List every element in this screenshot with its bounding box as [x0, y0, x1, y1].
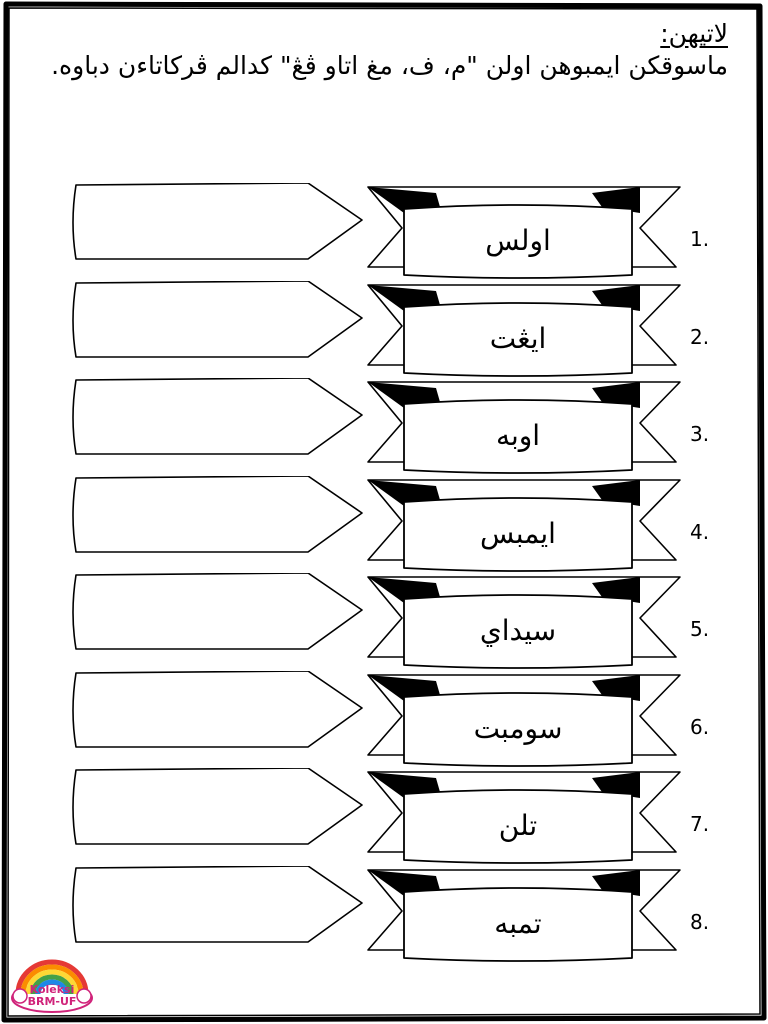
row-number: 2. [690, 325, 710, 349]
ribbon-fold-left [368, 772, 440, 798]
koleksi-brm-uf-logo: Koleksi BRM-UF [10, 950, 94, 1018]
ribbon-fold-left [368, 675, 440, 701]
ribbon-fold-left [368, 187, 440, 213]
word-panel [403, 497, 633, 572]
row-graphics [72, 378, 681, 474]
row-graphics [72, 671, 681, 767]
word-panel [403, 302, 633, 377]
row-number: 4. [690, 520, 710, 544]
logo-line-1: Koleksi [29, 983, 75, 996]
row-word: تمبه [494, 907, 542, 940]
ribbon-fold-left [368, 870, 440, 896]
ribbon-fold-left [368, 382, 440, 408]
answer-arrow-box[interactable] [72, 768, 363, 845]
row-graphics [72, 281, 681, 377]
row-graphics [72, 183, 681, 279]
row-word: ايمبس [480, 517, 556, 550]
row-word: ايڠت [489, 322, 547, 355]
ribbon-fold-left [368, 480, 440, 506]
ribbon-fold-left [368, 577, 440, 603]
row-number: 5. [690, 617, 710, 641]
word-panel [403, 887, 633, 962]
row-word: اوبه [495, 419, 541, 452]
answer-arrow-box[interactable] [72, 378, 363, 455]
row-graphics [72, 866, 681, 962]
row-graphics [72, 573, 681, 669]
answer-arrow-box[interactable] [72, 476, 363, 553]
answer-arrow-box[interactable] [72, 183, 363, 260]
ribbon-fold-left [368, 285, 440, 311]
answer-arrow-box[interactable] [72, 573, 363, 650]
row-number: 3. [690, 422, 710, 446]
worksheet-instruction: ماسوقكن ايمبوهن اولن "م، ف، مغ اتاو ڤڠ" … [51, 51, 728, 80]
worksheet-title: لاتيهن: [660, 19, 728, 48]
word-panel [403, 789, 633, 864]
row-word: سيداي [479, 614, 557, 647]
row-number: 6. [690, 715, 710, 739]
word-panel [403, 204, 633, 279]
row-graphics [72, 768, 681, 864]
row-number: 7. [690, 812, 710, 836]
word-panel [403, 399, 633, 474]
rainbow-logo-icon [11, 959, 93, 1013]
answer-arrow-box[interactable] [72, 671, 363, 748]
row-word: سومبت [473, 712, 563, 745]
row-word: اولس [485, 224, 551, 257]
word-panel [403, 594, 633, 669]
logo-line-2: BRM-UF [27, 995, 77, 1008]
answer-arrow-box[interactable] [72, 866, 363, 943]
row-number: 8. [690, 910, 710, 934]
answer-arrow-box[interactable] [72, 281, 363, 358]
word-panel [403, 692, 633, 767]
row-word: تلن [498, 809, 538, 842]
worksheet-heading: لاتيهن: ماسوقكن ايمبوهن اولن "م، ف، مغ ا… [28, 18, 728, 82]
row-graphics [72, 476, 681, 572]
row-number: 1. [690, 227, 710, 251]
